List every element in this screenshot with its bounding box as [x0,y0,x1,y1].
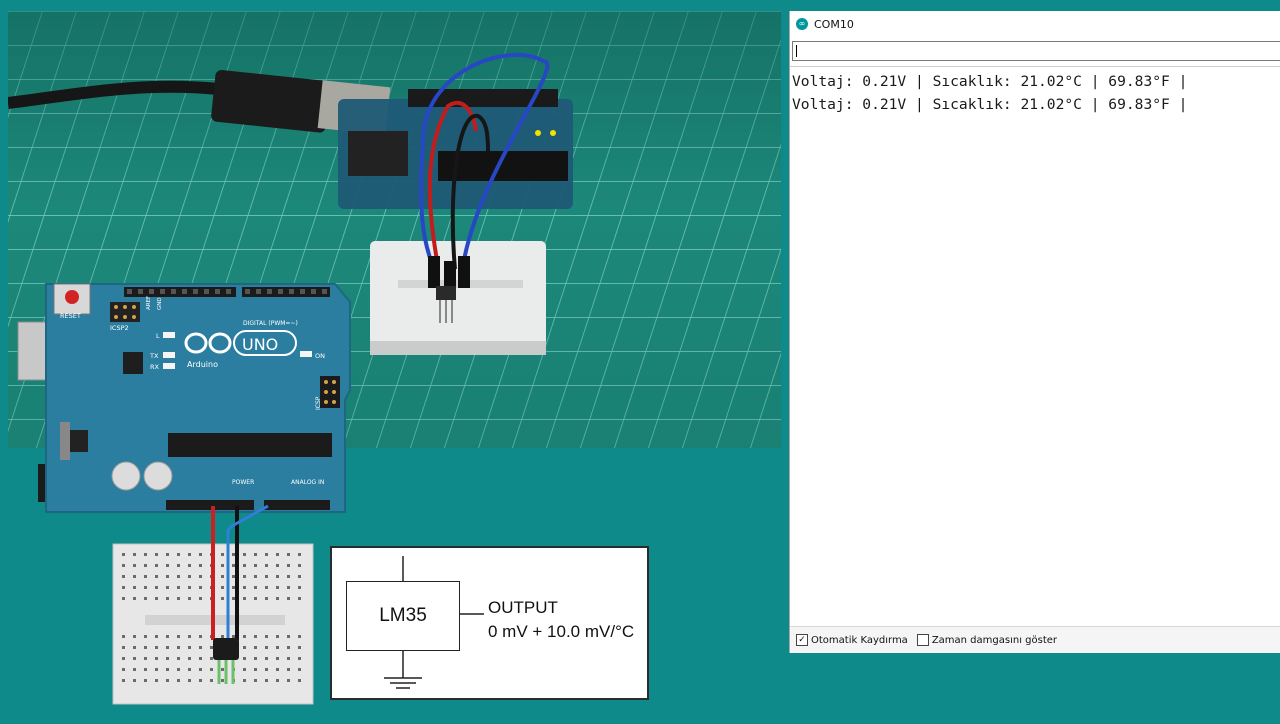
arduino-board [45,283,351,513]
autoscroll-option[interactable]: ✓ Otomatik Kaydırma [796,634,908,646]
autoscroll-label: Otomatik Kaydırma [811,634,908,646]
text-caret [796,45,797,57]
aref-label: AREF [146,296,152,310]
atmega-chip [168,433,332,457]
uno-label: UNO [242,335,278,354]
serial-output-line: Voltaj: 0.21V | Sıcaklık: 21.02°C | 69.8… [792,73,1188,90]
power-label: POWER [232,479,254,486]
on-led-label: ON [315,352,325,360]
blue-wire [226,504,269,640]
analog-in-label: ANALOG IN [291,479,324,486]
serial-output-line: Voltaj: 0.21V | Sıcaklık: 21.02°C | 69.8… [792,96,1188,113]
serial-monitor-titlebar[interactable]: ∞ COM10 [790,11,1280,37]
arduino-brand-label: Arduino [187,360,218,369]
timestamp-checkbox[interactable] [916,634,929,646]
arduino-logo [184,332,232,354]
autoscroll-checkbox[interactable]: ✓ [796,634,808,646]
gnd-label: GND [157,297,163,310]
digital-label: DIGITAL (PWM=~) [243,320,298,327]
lm35-sensor [213,638,239,660]
output-text: OUTPUT 0 mV + 10.0 mV/°C [488,596,634,644]
tx-led-label: TX [149,352,159,360]
icsp2-label: ICSP2 [110,324,129,332]
rx-led-label: RX [150,363,160,371]
arduino-wiring-diagram: RESET ICSP2 AREF GND DIGITAL (PWM=~) L T… [17,283,351,705]
window-title: COM10 [814,17,854,31]
l-led-label: L [156,332,160,340]
reset-label: RESET [60,312,81,320]
icsp-label: ICSP [315,396,322,410]
timestamp-label: Zaman damgasını göster [931,634,1058,646]
arduino-app-icon: ∞ [796,18,808,30]
serial-status-bar: ✓ Otomatik Kaydırma Zaman damgasını göst… [790,626,1280,653]
output-formula: 0 mV + 10.0 mV/°C [488,622,635,641]
output-label: OUTPUT [488,598,558,617]
lm35-chip-label: LM35 [346,581,460,651]
serial-input-field[interactable] [792,41,1280,61]
fritzing-diagram: RESET ICSP2 AREF GND DIGITAL (PWM=~) L T… [0,270,790,720]
serial-output-area[interactable]: Voltaj: 0.21V | Sıcaklık: 21.02°C | 69.8… [790,66,1280,627]
serial-monitor-window: ∞ COM10 Voltaj: 0.21V | Sıcaklık: 21.02°… [789,11,1280,653]
schematic-lines [384,556,484,689]
timestamp-option[interactable]: Zaman damgasını göster [916,634,1058,646]
lm35-schematic: LM35 OUTPUT 0 mV + 10.0 mV/°C [330,546,649,700]
